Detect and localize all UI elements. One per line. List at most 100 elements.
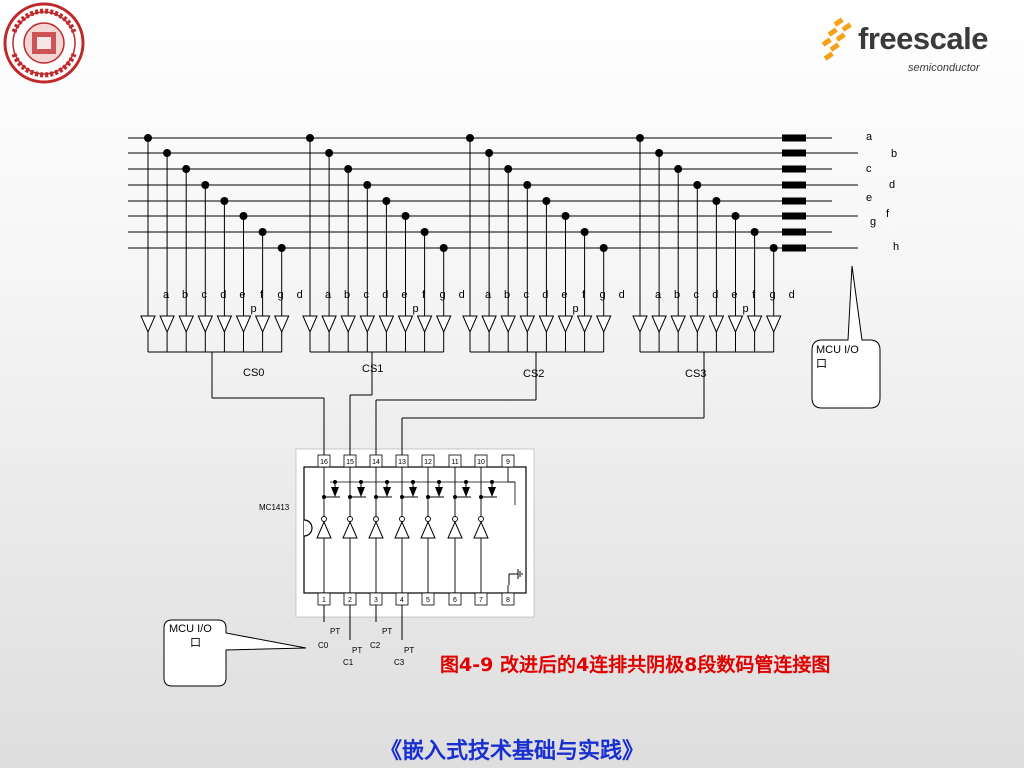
chip-bottom-pin-label-8: 8 [506, 597, 510, 604]
segment-driver-icon [378, 315, 395, 334]
chip-select-label-cs1: CS1 [362, 363, 383, 375]
freescale-logo: freescale semiconductor [818, 16, 990, 80]
resistor-g [782, 228, 806, 236]
segment-driver-icon [197, 315, 214, 334]
chip-bottom-pin-label-4: 4 [400, 597, 404, 604]
segment-driver-icon [235, 315, 252, 334]
segment-driver-icon [302, 315, 318, 334]
digit-pin-label-p: p [572, 303, 578, 315]
chip-label: MC1413 [259, 503, 290, 512]
segment-driver-icon [178, 315, 194, 334]
segment-driver-icon [416, 315, 433, 334]
digit-pin-label: c [363, 289, 369, 301]
segment-driver-icon [670, 315, 686, 334]
freescale-logo-icon [821, 17, 852, 61]
digit-pin-label: e [239, 289, 245, 301]
segment-label-h: h [893, 241, 899, 253]
inverter-bubble [478, 516, 484, 522]
digit-pin-label: g [278, 289, 284, 301]
inverter-bubble [373, 516, 379, 522]
digit-pin-label-p: p [412, 303, 418, 315]
resistor-c [782, 165, 806, 173]
diode-icon [331, 487, 339, 497]
diode-icon [383, 487, 391, 497]
chip-junction-dot [437, 480, 441, 484]
resistor-e [782, 197, 806, 205]
digit-pin-label: f [752, 289, 756, 301]
chip-body [303, 466, 527, 594]
segment-label-b: b [891, 148, 897, 160]
digit-pin-label: d [382, 289, 388, 301]
segment-driver-icon [462, 315, 478, 334]
chip-select-label-cs2: CS2 [523, 368, 544, 380]
chip-top-pin-label-15: 15 [346, 459, 354, 466]
digit-pin-label: b [674, 289, 680, 301]
mcu-callout-bottom-text: MCU I/O 口 [169, 623, 215, 649]
digit-pin-label: g [770, 289, 776, 301]
inverter-bubble [321, 516, 327, 522]
segment-driver-icon [765, 315, 782, 334]
control-label-c2: C2 [370, 641, 381, 650]
digit-pin-label-p: p [742, 303, 748, 315]
freescale-subtitle: semiconductor [908, 62, 980, 74]
mcu-callout-bottom [163, 619, 307, 687]
diode-icon [357, 487, 365, 497]
ground-icon [508, 569, 523, 585]
chip-select-label-cs0: CS0 [243, 367, 264, 379]
control-pt-label-c0: PT [330, 627, 340, 636]
resistor-a [782, 134, 806, 142]
segment-driver-icon [397, 315, 414, 334]
segment-driver-icon [359, 315, 376, 334]
segment-label-c: c [866, 163, 872, 175]
digit-pin-label: a [655, 289, 662, 301]
diode-icon [488, 487, 496, 497]
control-label-c1: C1 [343, 658, 354, 667]
book-title-footer: 《嵌入式技术基础与实践》 [379, 739, 644, 764]
segment-driver-icon [632, 315, 648, 334]
digit-pin-label: e [561, 289, 567, 301]
segment-driver-icon [595, 315, 612, 334]
digit-pin-label: b [182, 289, 188, 301]
segment-driver-icon [159, 315, 175, 334]
segment-label-f: f [886, 208, 890, 220]
segment-driver-icon [708, 315, 725, 334]
inverter-bubble [399, 516, 405, 522]
chip-bottom-pin-label-5: 5 [426, 597, 430, 604]
resistor-b [782, 149, 806, 157]
chip-bottom-pin-label-7: 7 [479, 597, 483, 604]
freescale-wordmark: freescale [858, 21, 988, 56]
chip-top-pin-label-14: 14 [372, 459, 380, 466]
digit-pin-label: f [422, 289, 426, 301]
chip-junction-dot [411, 480, 415, 484]
segment-driver-icon [576, 315, 593, 334]
segment-label-e: e [866, 192, 872, 204]
control-pt-label-c1: PT [352, 646, 362, 655]
segment-label-d: d [889, 179, 895, 191]
diode-icon [409, 487, 417, 497]
segment-driver-icon [557, 315, 574, 334]
university-seal-icon [3, 2, 85, 84]
segment-driver-icon [216, 315, 233, 334]
control-pt-label-c2: PT [382, 627, 392, 636]
digit-pin-label: c [201, 289, 207, 301]
digit-pin-label: g [600, 289, 606, 301]
digit-pin-label: a [325, 289, 332, 301]
digit-pin-label: d [789, 289, 795, 301]
resistor-h [782, 244, 806, 252]
chip-top-pin-label-16: 16 [320, 459, 328, 466]
segment-label-a: a [866, 131, 873, 143]
inverter-bubble [347, 516, 353, 522]
control-label-c3: C3 [394, 658, 405, 667]
chip-bottom-pin-label-2: 2 [348, 597, 352, 604]
segment-driver-icon [689, 315, 706, 334]
chip-junction-dot [464, 480, 468, 484]
chip-top-pin-label-11: 11 [451, 459, 458, 466]
chip-notch [303, 519, 313, 537]
chip-top-pin-label-10: 10 [477, 459, 485, 466]
segment-label-g: g [870, 216, 876, 228]
inverter-bubble [425, 516, 431, 522]
segment-driver-icon [140, 315, 156, 334]
resistor-d [782, 181, 806, 189]
segment-driver-icon [273, 315, 290, 334]
